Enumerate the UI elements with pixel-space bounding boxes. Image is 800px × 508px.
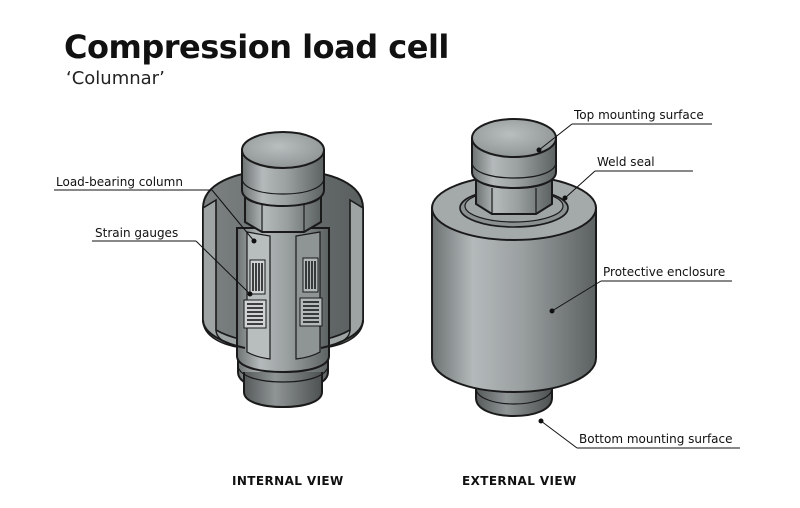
diagram-title: Compression load cell [64, 28, 449, 66]
external-view-drawing [431, 118, 597, 418]
leader-bottom-mounting-surface [538, 418, 740, 449]
diagram-subtitle: ‘Columnar’ [66, 68, 165, 89]
leader-strain-gauges [92, 240, 253, 297]
caption-internal-view: INTERNAL VIEW [232, 474, 344, 488]
leader-load-bearing-column [54, 189, 257, 244]
label-bottom-mounting-surface: Bottom mounting surface [579, 432, 733, 446]
leader-protective-enclosure [549, 280, 732, 314]
label-strain-gauges: Strain gauges [95, 226, 179, 240]
internal-view-drawing [202, 131, 364, 409]
leader-top-mounting-surface [536, 123, 712, 153]
strain-gauge-right [299, 257, 323, 327]
label-top-mounting-surface: Top mounting surface [574, 108, 704, 122]
label-load-bearing-column: Load-bearing column [56, 175, 183, 189]
strain-gauge-left [243, 259, 267, 329]
caption-external-view: EXTERNAL VIEW [462, 474, 577, 488]
leader-weld-seal [562, 170, 693, 201]
label-protective-enclosure: Protective enclosure [603, 265, 726, 279]
label-weld-seal: Weld seal [597, 155, 655, 169]
